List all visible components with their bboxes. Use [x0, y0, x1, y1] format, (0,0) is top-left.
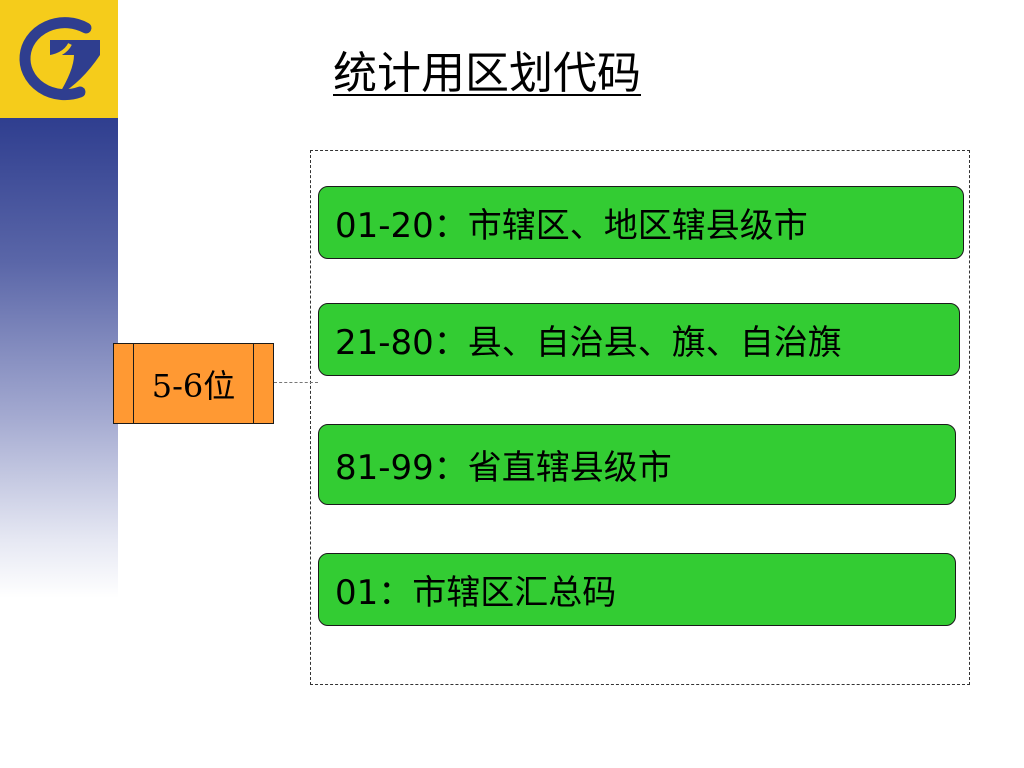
side-gradient-band [0, 118, 118, 598]
code-group-frame [310, 150, 970, 685]
code-range-81-99: 81-99：省直辖县级市 [318, 424, 956, 505]
tag-right-bar [253, 344, 254, 423]
digit-position-tag: 5-6位 [113, 343, 274, 424]
logo [0, 0, 118, 118]
digit-position-label: 5-6位 [151, 366, 236, 405]
dashed-connector [274, 382, 318, 383]
code-range-21-80: 21-80：县、自治县、旗、自治旗 [318, 303, 960, 376]
tag-left-bar [133, 344, 134, 423]
code-summary-01: 01：市辖区汇总码 [318, 553, 956, 626]
statistics-bureau-logo-icon [19, 17, 100, 101]
page-title: 统计用区划代码 [333, 48, 641, 99]
code-range-01-20: 01-20：市辖区、地区辖县级市 [318, 186, 964, 259]
